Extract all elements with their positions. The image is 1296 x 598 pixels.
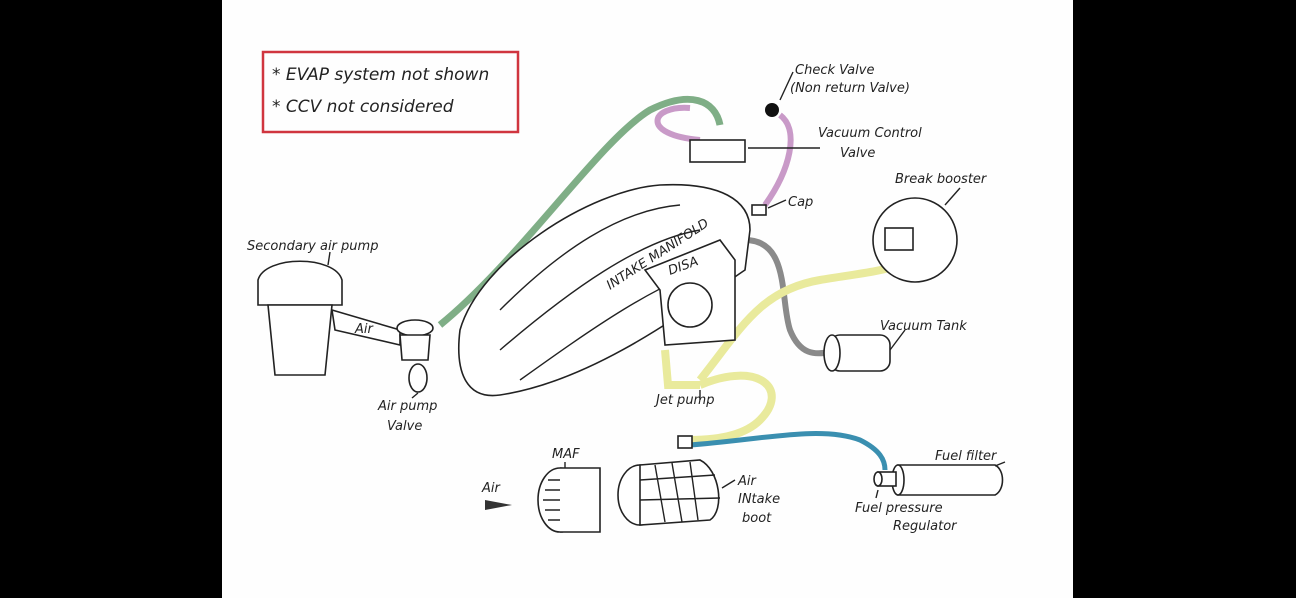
cap [751, 204, 767, 216]
vacuum-control-valve [689, 139, 746, 163]
blue-hose [689, 431, 888, 471]
air-pump-valve-label: Air pump [377, 399, 437, 414]
air-intake-boot-label-3: boot [742, 511, 772, 526]
cap-label: Cap [788, 195, 813, 210]
maf-sensor [537, 467, 601, 533]
brake-booster-label: Break booster [895, 172, 988, 187]
air-intake-boot [617, 435, 721, 526]
air-pump-valve [396, 319, 434, 393]
air-inlet-label: Air [481, 481, 502, 496]
engine-vacuum-diagram: * EVAP system not shown * CCV not consid… [247, 50, 1006, 534]
vacuum-control-valve-label-2: Valve [840, 146, 875, 161]
leader-lines [327, 71, 1006, 499]
vacuum-tank-label: Vacuum Tank [880, 319, 967, 334]
disa-valve: DISA [643, 239, 736, 346]
diagram-canvas: * EVAP system not shown * CCV not consid… [222, 0, 1073, 598]
maf-label: MAF [552, 447, 580, 462]
fuel-filter [891, 464, 1004, 496]
pink-hose [654, 104, 794, 207]
note-ccv: * CCV not considered [272, 97, 454, 117]
brake-booster [872, 197, 958, 283]
fuel-pressure-regulator-label: Fuel pressure [855, 501, 943, 516]
grey-hose [744, 237, 831, 357]
vacuum-control-valve-label: Vacuum Control [818, 126, 922, 141]
note-evap: * EVAP system not shown [272, 65, 489, 85]
jet-pump-label: Jet pump [653, 393, 714, 408]
fuel-pressure-regulator-label-2: Regulator [893, 519, 958, 534]
check-valve [765, 103, 779, 117]
air-intake-boot-label-2: INtake [738, 492, 780, 507]
fuel-pressure-regulator [873, 471, 897, 487]
vacuum-tank [823, 334, 891, 372]
secondary-air-pump: Air [257, 260, 401, 376]
air-intake-boot-label-1: Air [737, 474, 758, 489]
fuel-filter-label: Fuel filter [935, 449, 998, 464]
secondary-air-pump-label: Secondary air pump [247, 239, 378, 254]
notes-box: * EVAP system not shown * CCV not consid… [261, 50, 520, 134]
check-valve-label: Check Valve [795, 63, 874, 78]
check-valve-sublabel: (Non return Valve) [790, 81, 910, 96]
air-pump-valve-label-2: Valve [387, 419, 422, 434]
air-flow-label: Air [354, 322, 375, 337]
air-inlet-arrow [485, 500, 512, 510]
